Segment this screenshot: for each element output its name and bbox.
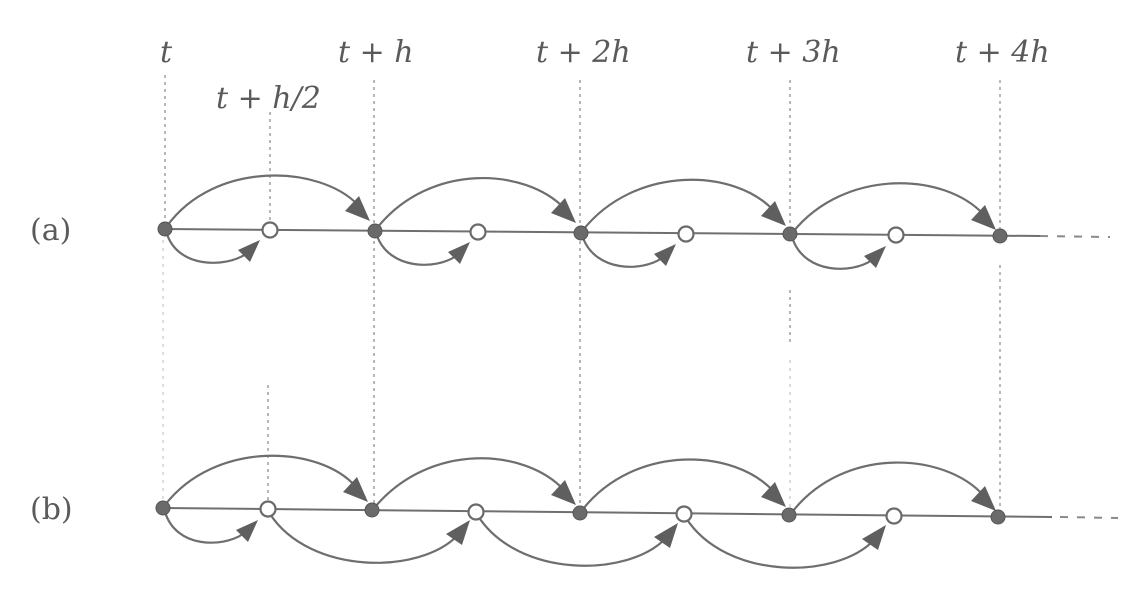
row-b-node-full-2	[572, 505, 588, 521]
row-b-lower-arc-2	[477, 515, 667, 567]
row-b-node-open-3	[675, 505, 693, 523]
row-a-half-arrowhead-2	[448, 242, 470, 264]
row-a-node-open-4	[887, 226, 905, 244]
row-b-node-full-1	[364, 502, 380, 518]
row-a-axis-continuation	[1039, 235, 1111, 238]
row-b-axis-continuation	[1059, 516, 1119, 519]
time-guides	[162, 75, 1001, 515]
label-t-3h: t + 3h	[746, 35, 841, 70]
row-a-node-full-2	[573, 225, 589, 241]
row-a-node-open-2	[469, 223, 487, 241]
row-b-arc-step-2	[374, 457, 565, 508]
row-b-arc-step-1	[164, 454, 357, 506]
row-b-arc-step-4	[792, 461, 985, 512]
row-a-half-arc-4	[791, 239, 873, 270]
row-b-arrowhead-3	[761, 482, 786, 507]
row-a-half-arrowhead-3	[654, 244, 676, 266]
row-a-node-full-4	[992, 228, 1008, 244]
row-a-node-full-1	[367, 223, 383, 239]
row-a-half-arc-3	[581, 237, 663, 268]
row-b-node-open-2	[467, 503, 485, 521]
row-b-lower-arc-1	[269, 513, 459, 564]
row-a-axis	[164, 228, 1041, 237]
row-b-lower-arc-3	[685, 517, 875, 569]
row-a-node-open-3	[677, 225, 695, 243]
label-t-half: t + h/2	[216, 81, 321, 116]
row-b-node-full-0	[155, 500, 171, 516]
row-label-a: (a)	[30, 213, 71, 248]
row-b-node-open-1	[259, 500, 277, 518]
row-a-node-full-3	[782, 226, 798, 242]
row-a-arc-step-2	[376, 177, 565, 229]
row-a-arrowhead-4	[971, 205, 996, 230]
row-a-node-full-0	[157, 221, 173, 237]
label-t: t	[160, 35, 173, 70]
time-labels: t t + h/2 t + h t + 2h t + 3h t + 4h	[160, 35, 1050, 116]
row-b-lower-arrowhead-3	[862, 525, 886, 550]
row-a-arrowhead-1	[345, 196, 370, 221]
label-t-h: t + h	[338, 35, 414, 70]
row-b-arc-step-3	[582, 458, 775, 510]
row-a-arc-step-3	[582, 178, 775, 231]
row-b-lower-arrowhead-1	[446, 520, 470, 545]
row-b-arrowhead-2	[551, 480, 576, 505]
row-b-half-arc-1	[163, 511, 244, 544]
row-b-node-full-3	[781, 507, 797, 523]
label-t-4h: t + 4h	[955, 35, 1050, 70]
row-a-node-open-1	[261, 221, 279, 239]
row-a-arc-step-4	[792, 182, 985, 233]
row-a-arc-step-1	[166, 174, 359, 227]
row-a-half-arrowhead-4	[864, 246, 886, 268]
row-b-half-arrowhead-1	[236, 520, 258, 542]
row-b-node-open-4	[885, 507, 903, 525]
row-b-axis	[162, 507, 1053, 518]
row-a-half-arc-2	[375, 235, 457, 266]
row-b-lower-arrowhead-2	[654, 523, 678, 548]
row-b	[155, 454, 1119, 569]
row-label-b: (b)	[30, 492, 73, 527]
row-a-arrowhead-3	[761, 201, 786, 226]
row-b-node-full-4	[990, 509, 1006, 525]
row-b-arrowhead-4	[971, 486, 996, 511]
row-a-half-arrowhead-1	[238, 240, 260, 262]
row-a-half-arc-1	[165, 233, 247, 264]
row-b-arrowhead-1	[343, 477, 368, 502]
label-t-2h: t + 2h	[536, 35, 631, 70]
row-a-arrowhead-2	[551, 198, 576, 223]
row-a	[157, 174, 1111, 270]
